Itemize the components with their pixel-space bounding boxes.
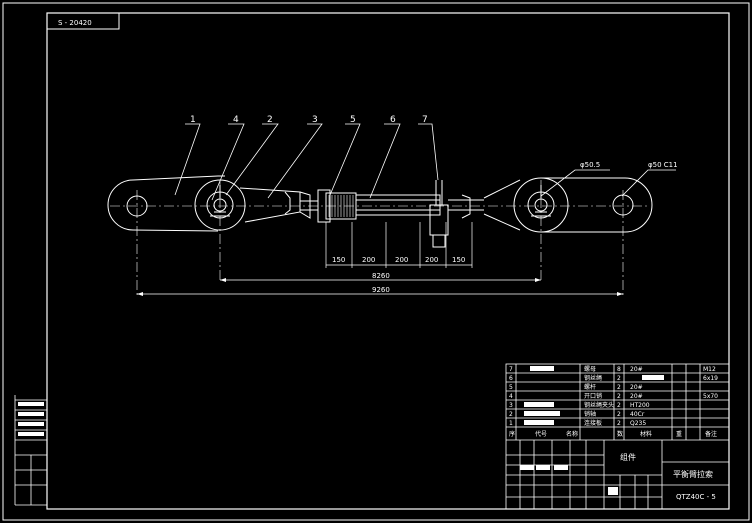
bom-name-5: 螺杆 bbox=[584, 383, 596, 391]
hole-note-right: φ50 C11 bbox=[648, 161, 678, 169]
bom-name-1: 连接板 bbox=[584, 419, 602, 427]
bom-qty-4: 2 bbox=[617, 393, 621, 400]
left-margin-table bbox=[14, 395, 47, 506]
bom-material-7: 20# bbox=[630, 366, 643, 373]
dim-200-c: 200 bbox=[425, 256, 438, 264]
left-end-plate bbox=[132, 175, 225, 232]
part-label-7: 7 bbox=[422, 115, 428, 125]
title-block-fills bbox=[520, 366, 664, 495]
bom-no-4: 4 bbox=[509, 393, 513, 400]
dim-inner: 8260 bbox=[372, 272, 390, 280]
sheet-inner-frame bbox=[46, 12, 730, 510]
bom-qty-1: 2 bbox=[617, 420, 621, 427]
bom-no-5: 5 bbox=[509, 384, 513, 391]
right-rope-clamp bbox=[461, 194, 471, 219]
code-tag-box bbox=[46, 12, 120, 30]
bom-header-5: 重 bbox=[676, 430, 682, 438]
bom-header-6: 备注 bbox=[705, 430, 717, 438]
part-label-1: 1 bbox=[190, 115, 196, 125]
bom-material-4: 20# bbox=[630, 393, 643, 400]
bom-name-3: 钢丝绳夹头 bbox=[584, 401, 614, 409]
drawing-number: QTZ40C - 5 bbox=[676, 493, 716, 501]
assembly-label: 组件 bbox=[620, 452, 636, 462]
right-clevis-arm bbox=[483, 179, 521, 231]
right-rope bbox=[448, 199, 484, 211]
title-block bbox=[505, 363, 730, 510]
bom-material-3: HT200 bbox=[630, 402, 650, 409]
part-label-2: 2 bbox=[267, 115, 273, 125]
bom-header-2: 名称 bbox=[566, 430, 578, 438]
left-end-plate-round bbox=[107, 179, 134, 231]
bom-note-6: 6x19 bbox=[703, 375, 718, 382]
bom-name-7: 螺母 bbox=[584, 365, 596, 373]
link-assembly bbox=[107, 175, 653, 248]
bom-no-2: 2 bbox=[509, 411, 513, 418]
tensioner-tube bbox=[355, 194, 441, 216]
part-label-5: 5 bbox=[350, 115, 356, 125]
hole-note-left: φ50.5 bbox=[580, 161, 600, 169]
bom-material-2: 40Cr bbox=[630, 411, 645, 418]
bom-name-6: 钢丝绳 bbox=[584, 374, 602, 382]
bom-no-7: 7 bbox=[509, 366, 513, 373]
left-rope-clamp bbox=[284, 191, 311, 219]
bom-header-1: 代号 bbox=[535, 430, 547, 438]
bom-name-4: 开口销 bbox=[584, 392, 602, 400]
dim-150-right: 150 bbox=[452, 256, 465, 264]
part-label-3: 3 bbox=[312, 115, 318, 125]
bom-qty-2: 2 bbox=[617, 411, 621, 418]
bom-name-2: 销轴 bbox=[584, 410, 596, 418]
leader-lines bbox=[174, 123, 676, 201]
dim-outer: 9260 bbox=[372, 286, 390, 294]
bom-no-1: 1 bbox=[509, 420, 513, 427]
bom-qty-3: 2 bbox=[617, 402, 621, 409]
bom-qty-6: 2 bbox=[617, 375, 621, 382]
code-tag: S - 20420 bbox=[58, 19, 92, 27]
center-lines bbox=[110, 180, 650, 296]
right-end-plate bbox=[541, 177, 625, 233]
bom-qty-5: 2 bbox=[617, 384, 621, 391]
bom-no-6: 6 bbox=[509, 375, 513, 382]
right-end-plate-round bbox=[624, 177, 653, 233]
bom-no-3: 3 bbox=[509, 402, 513, 409]
dim-150-left: 150 bbox=[332, 256, 345, 264]
bom-note-4: 5x70 bbox=[703, 393, 718, 400]
dim-200-b: 200 bbox=[395, 256, 408, 264]
left-clevis-arm bbox=[239, 187, 301, 223]
dimension-arrows bbox=[137, 278, 623, 296]
bom-header-4: 材料 bbox=[640, 430, 652, 438]
dimension-lines bbox=[137, 222, 623, 295]
bom-header-0: 序 bbox=[509, 430, 515, 438]
bom-note-7: M12 bbox=[703, 366, 716, 373]
bom-table: 7 螺母 8 20# M12 6 钢丝绳 2 6x19 5 螺杆 2 20# 4 开口销 2 20# 5x70 3 钢… bbox=[509, 365, 718, 438]
drawing-title: 平衡臂拉索 bbox=[673, 469, 713, 479]
left-margin-fills bbox=[18, 402, 44, 436]
dim-200-a: 200 bbox=[362, 256, 375, 264]
bom-material-1: Q235 bbox=[630, 420, 646, 427]
bom-material-5: 20# bbox=[630, 384, 643, 391]
part-label-4: 4 bbox=[233, 115, 239, 125]
bom-qty-7: 8 bbox=[617, 366, 621, 373]
part-label-6: 6 bbox=[390, 115, 396, 125]
bom-header-3: 数 bbox=[617, 430, 623, 438]
